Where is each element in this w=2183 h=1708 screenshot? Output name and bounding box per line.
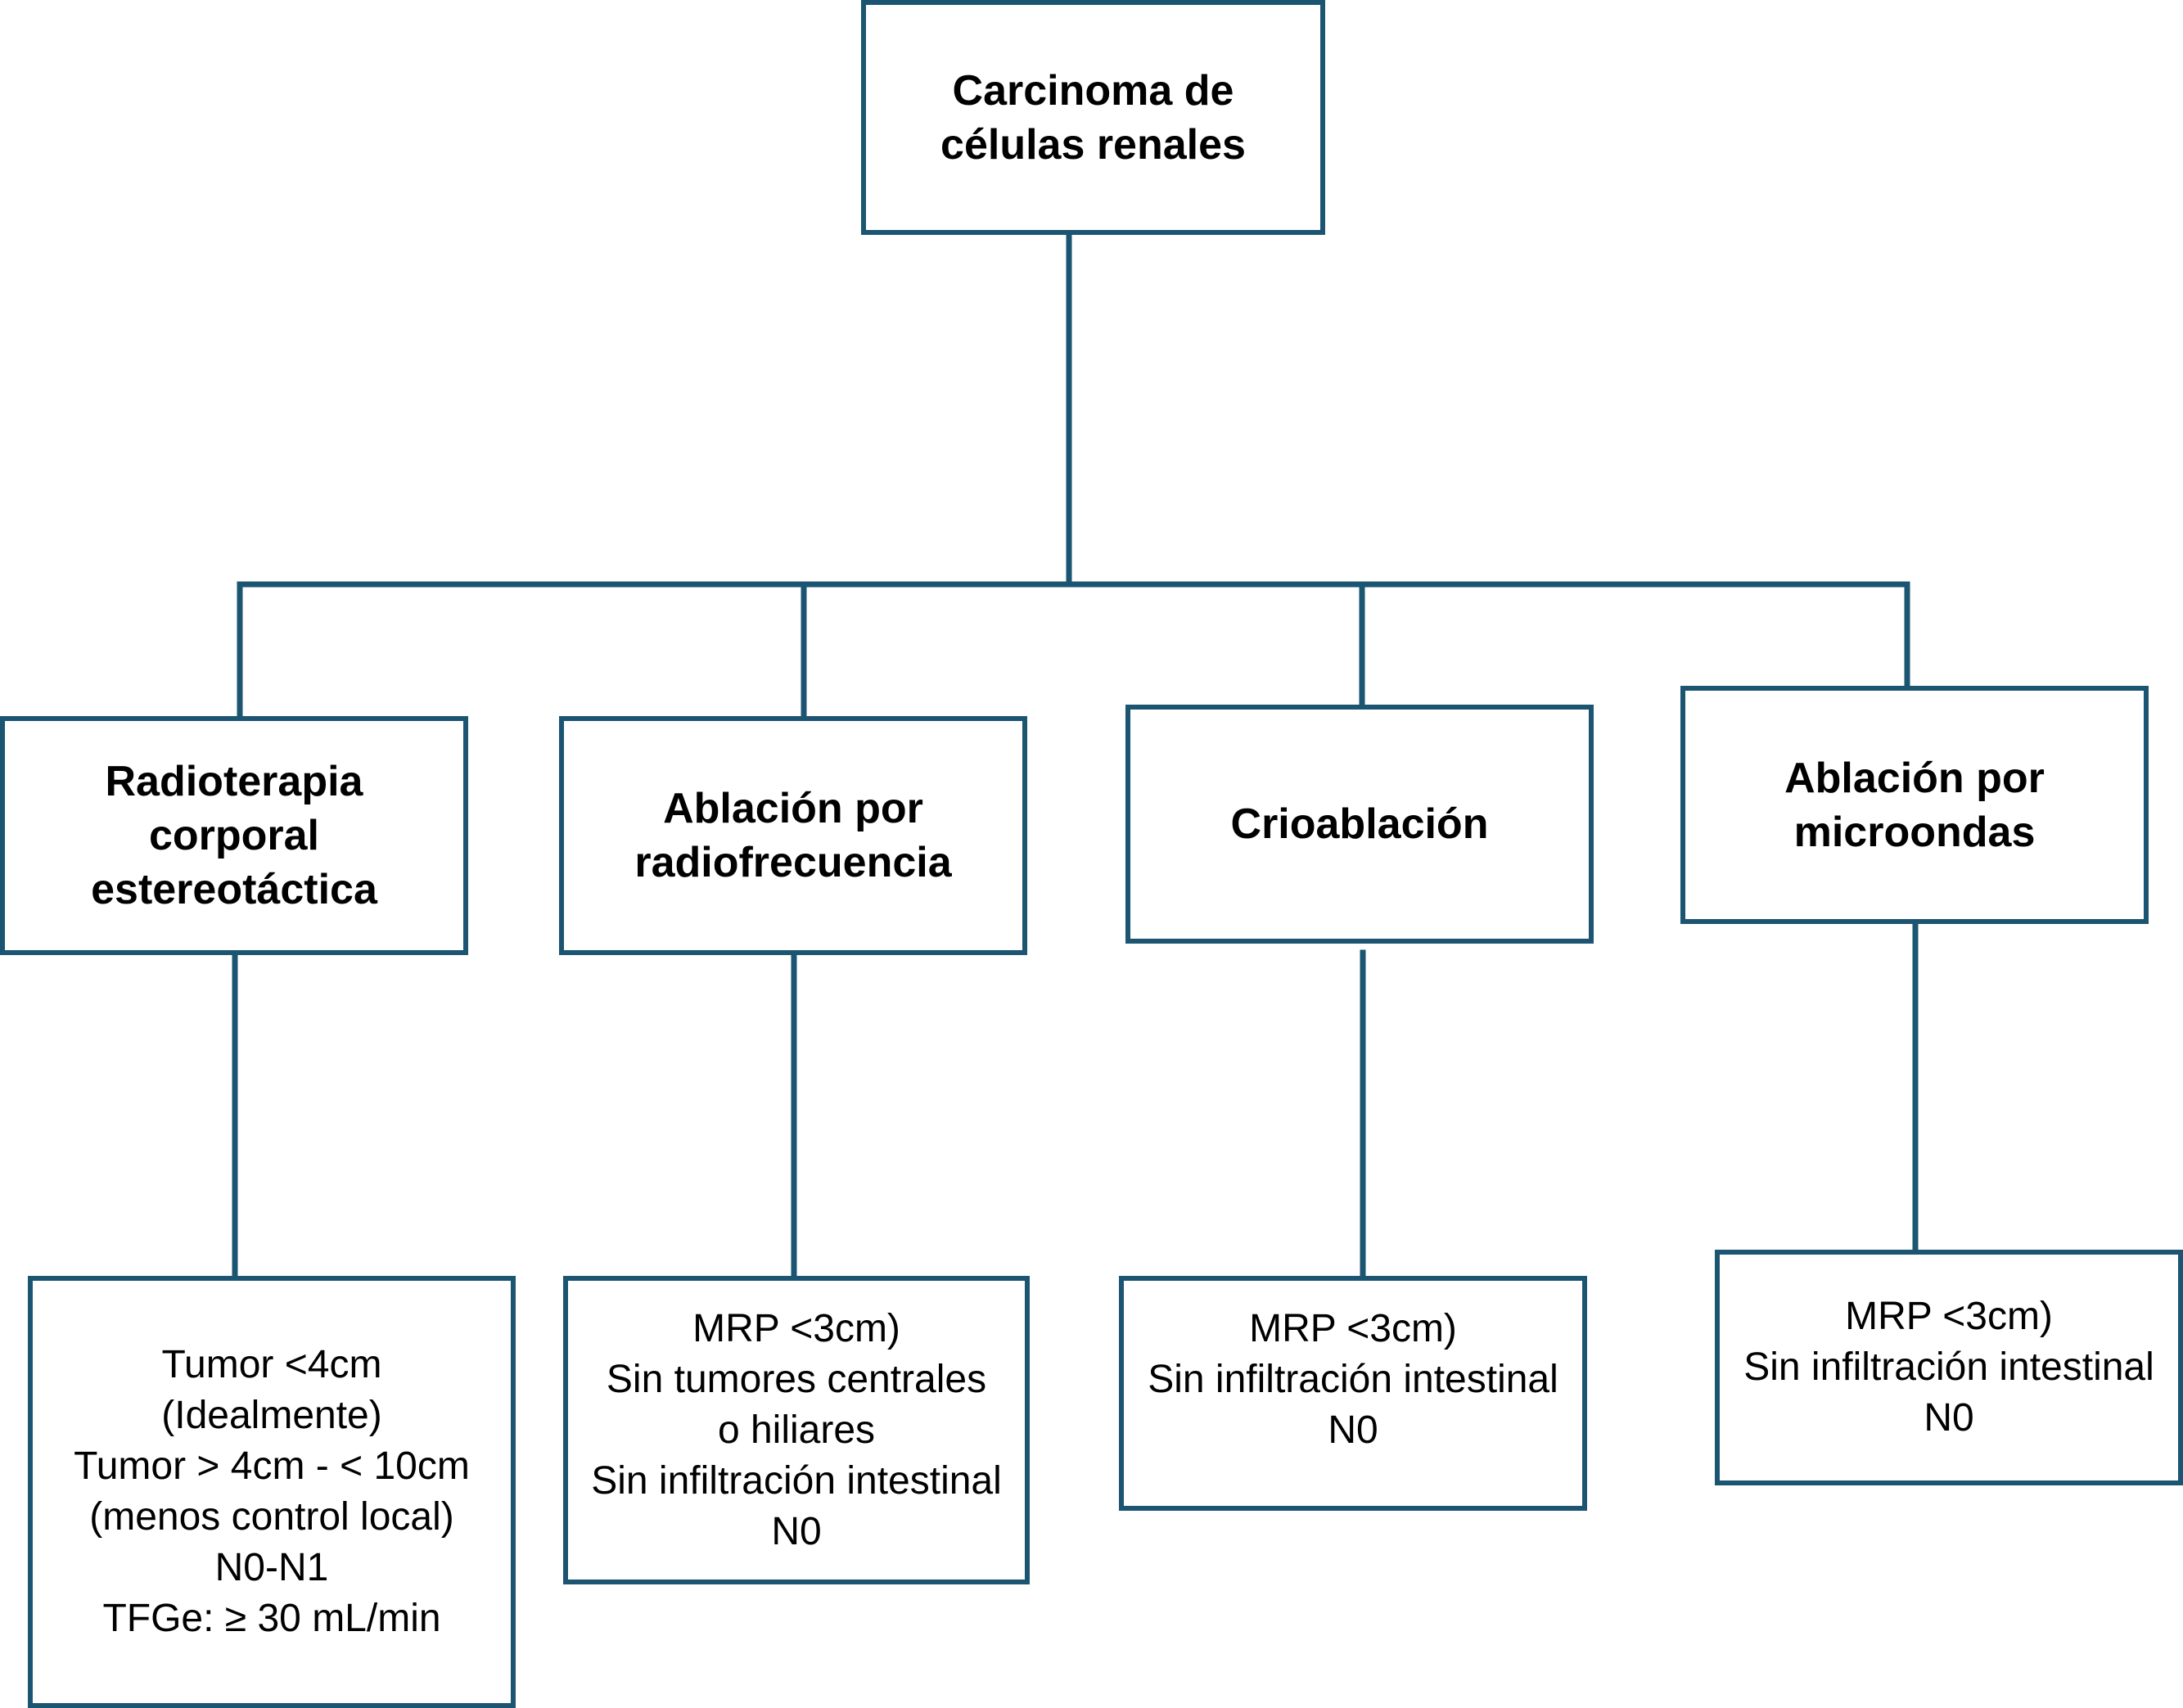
treatment-box-crioablacion: Crioablación: [1125, 705, 1594, 944]
criteria-line: MRP <3cm): [692, 1307, 900, 1350]
criteria-box-microondas: MRP <3cm) Sin infiltración intestinal N0: [1715, 1250, 2183, 1485]
treatment-box-microondas: Ablación por microondas: [1680, 686, 2149, 924]
criteria-line: Tumor > 4cm - < 10cm: [74, 1444, 470, 1488]
treatment-label: Ablación por radiofrecuencia: [634, 785, 952, 886]
criteria-line: N0: [1328, 1408, 1378, 1452]
criteria-line: N0: [771, 1510, 822, 1553]
criteria-line: Sin tumores centrales: [606, 1358, 987, 1401]
criteria-box-crioablacion: MRP <3cm) Sin infiltración intestinal N0: [1119, 1276, 1587, 1511]
criteria-line: (menos control local): [89, 1495, 454, 1539]
criteria-box-radiofrecuencia: MRP <3cm) Sin tumores centrales o hiliar…: [563, 1276, 1030, 1584]
treatment-label: Ablación por microondas: [1784, 754, 2045, 856]
criteria-line: (Idealmente): [161, 1394, 382, 1437]
treatment-box-radioterapia: Radioterapia corporal estereotáctica: [0, 716, 468, 955]
treatment-label: Crioablación: [1230, 800, 1489, 848]
criteria-line: Tumor <4cm: [161, 1343, 382, 1386]
root-label: Carcinoma de células renales: [940, 66, 1246, 169]
criteria-line: MRP <3cm): [1249, 1307, 1457, 1350]
criteria-line: Sin infiltración intestinal: [591, 1459, 1002, 1503]
criteria-line: o hiliares: [717, 1408, 876, 1452]
criteria-box-radioterapia: Tumor <4cm (Idealmente) Tumor > 4cm - < …: [28, 1276, 516, 1708]
criteria-line: TFGe: ≥ 30 mL/min: [102, 1597, 441, 1640]
criteria-line: N0-N1: [214, 1546, 329, 1589]
criteria-line: MRP <3cm): [1845, 1295, 2053, 1338]
treatment-label: Radioterapia corporal estereotáctica: [91, 758, 377, 913]
criteria-line: Sin infiltración intestinal: [1743, 1345, 2154, 1389]
criteria-line: N0: [1924, 1396, 1974, 1440]
treatment-box-radiofrecuencia: Ablación por radiofrecuencia: [559, 716, 1027, 955]
criteria-line: Sin infiltración intestinal: [1148, 1358, 1558, 1401]
root-box: Carcinoma de células renales: [861, 0, 1325, 235]
